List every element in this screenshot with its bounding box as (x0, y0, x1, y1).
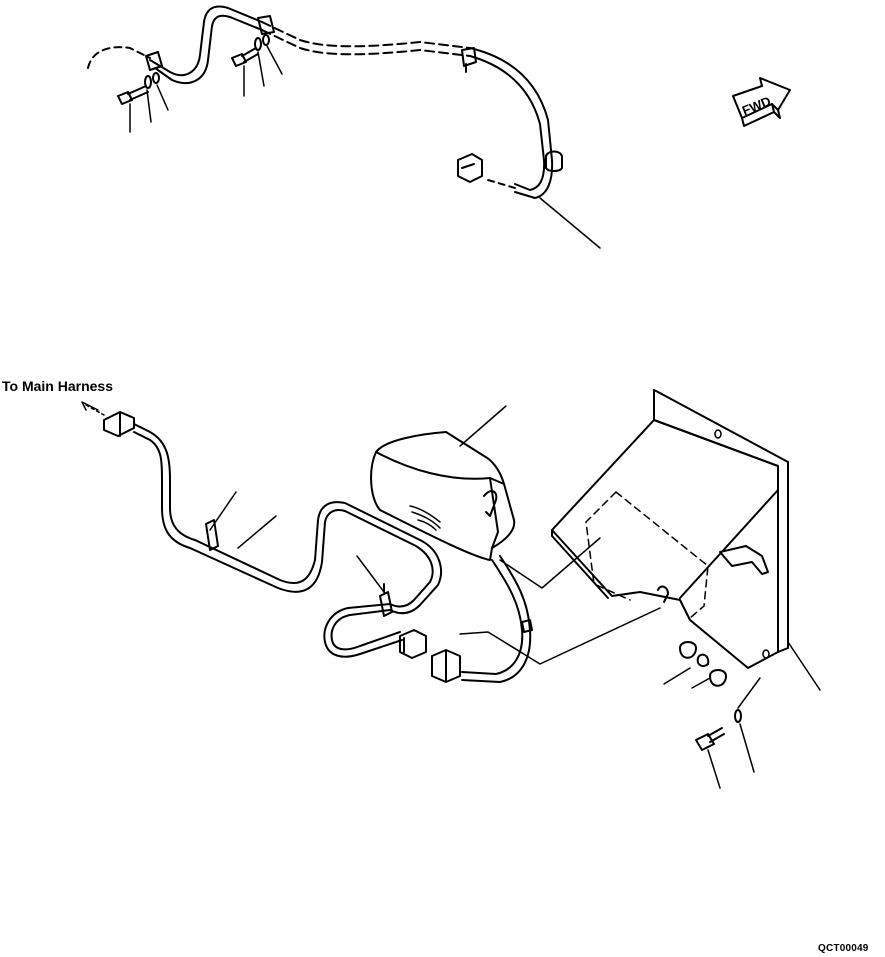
lamp-cable (431, 555, 533, 683)
to-main-harness-label: To Main Harness (2, 378, 113, 394)
harness-end-connector (103, 411, 135, 437)
fwd-arrow-icon: FWD (732, 77, 791, 127)
harness-plug (399, 629, 427, 659)
washer-icon (734, 709, 742, 723)
upper-clamp-4 (545, 150, 563, 172)
washer-icon (144, 75, 152, 89)
washer-icon (152, 72, 160, 84)
nut-icon (709, 669, 727, 687)
upper-clamp-2 (257, 15, 275, 35)
upper-connector (457, 153, 483, 183)
drawing-code-label: QCT00049 (818, 943, 869, 954)
upper-clamp-1 (145, 51, 163, 71)
bracket-plate (459, 389, 821, 691)
to-main-harness-arrow-icon (81, 401, 99, 411)
upper-clamp-3 (461, 47, 477, 73)
upper-bolt-group-right (231, 34, 283, 97)
harness-clamp-2 (379, 583, 393, 617)
upper-cable-leader (539, 197, 601, 249)
nut-icon (679, 641, 697, 659)
lamp-lens-icon (409, 505, 441, 531)
lamp-housing (370, 405, 516, 561)
small-bracket (719, 545, 769, 575)
upper-cable-dashed-stub (87, 46, 151, 69)
lower-harness (81, 401, 442, 659)
upper-cable-right-curve (469, 47, 554, 199)
upper-cable-assembly (87, 5, 601, 249)
bolt-icon (117, 85, 149, 105)
lamp-cable-plug (431, 649, 461, 683)
bolt-icon (695, 727, 725, 751)
washer-icon (696, 653, 710, 667)
washer-icon (262, 34, 270, 46)
upper-bolt-group-left (117, 72, 169, 133)
harness-clamp-1 (205, 519, 219, 551)
bolt-icon (231, 47, 259, 67)
bracket-hidden-outline (585, 491, 709, 619)
lower-bolt-group (695, 677, 761, 789)
upper-cable-left-loop (149, 5, 263, 77)
upper-cable-dashed-middle (261, 21, 471, 49)
washer-icon (254, 37, 262, 51)
